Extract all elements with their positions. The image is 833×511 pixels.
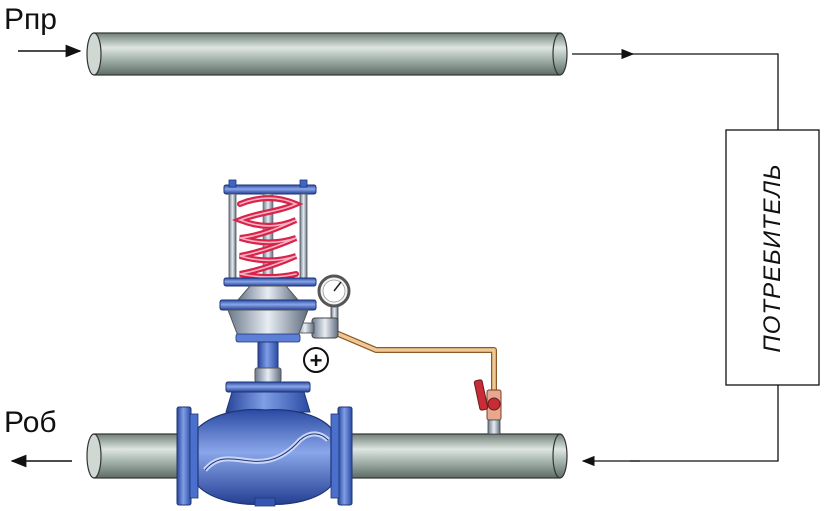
consumer-box: ПОТРЕБИТЕЛЬ (725, 129, 820, 386)
return-pressure-label: Роб (4, 406, 57, 439)
valve-flange-left (176, 406, 192, 506)
control-valve-body (176, 381, 353, 507)
guide-rod-right (299, 193, 308, 283)
impulse-tube (334, 330, 497, 434)
gauge-needle (333, 281, 342, 292)
plus-sign: + (310, 348, 323, 373)
flow-line-from-consumer (630, 385, 779, 462)
consumer-label: ПОТРЕБИТЕЛЬ (759, 163, 786, 352)
plus-port-symbol: + (303, 347, 329, 373)
valve-flange-right (337, 406, 353, 506)
pressure-gauge (317, 274, 351, 322)
supply-pipe (86, 32, 568, 76)
guide-rod-left (228, 193, 237, 283)
impulse-ball-valve (473, 379, 502, 435)
pressure-regulator (219, 179, 317, 383)
flow-line-to-consumer (630, 53, 779, 130)
supply-pressure-label: Рпр (4, 3, 57, 36)
